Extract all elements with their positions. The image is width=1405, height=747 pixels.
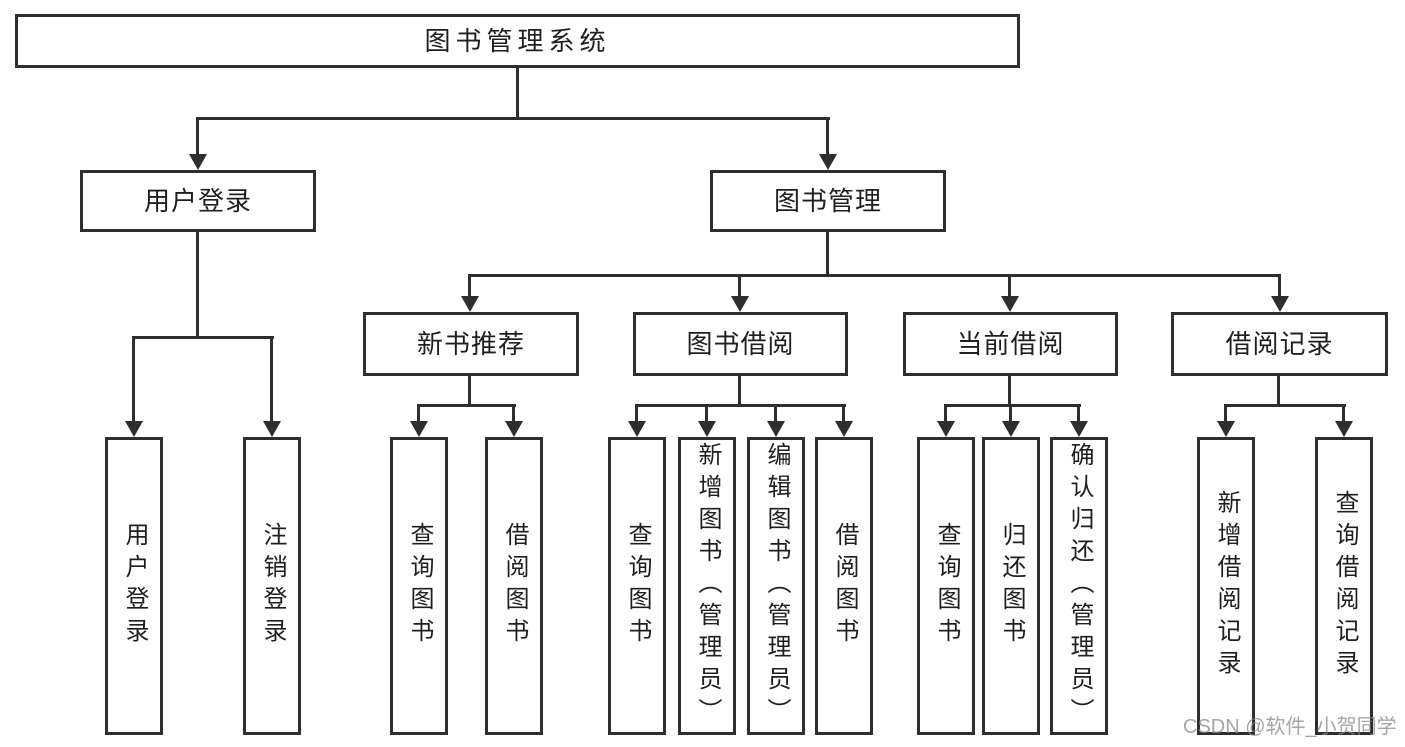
node-label: 新增图书（管理员） xyxy=(694,442,721,730)
node-label: 新增借阅记录 xyxy=(1213,490,1240,682)
node-label: 图书借阅 xyxy=(686,329,795,359)
connector-line xyxy=(516,68,519,119)
csdn-watermark: CSDN @软件_小贺同学 xyxy=(1183,716,1397,738)
node-label: 查询图书 xyxy=(406,522,433,650)
connector-line xyxy=(944,404,1081,407)
node-book-borrowing: 图书借阅 xyxy=(633,312,848,376)
leaf-confirm-return-admin: 确认归还（管理员） xyxy=(1050,437,1108,735)
node-label: 查询图书 xyxy=(933,522,960,650)
node-library-management-system: 图书管理系统 xyxy=(15,14,1020,68)
leaf-logout: 注销登录 xyxy=(243,437,301,735)
connector-line xyxy=(468,274,1281,277)
leaf-add-borrow-record: 新增借阅记录 xyxy=(1197,437,1255,735)
connector-line xyxy=(417,404,420,423)
connector-line xyxy=(1009,404,1012,423)
leaf-query-borrow-record: 查询借阅记录 xyxy=(1315,437,1373,735)
connector-line xyxy=(774,404,777,423)
node-user-login: 用户登录 xyxy=(80,170,316,232)
arrow-down-icon xyxy=(628,421,646,437)
connector-line xyxy=(1278,274,1281,298)
leaf-add-books-admin: 新增图书（管理员） xyxy=(678,437,736,735)
node-current-borrowing: 当前借阅 xyxy=(903,312,1118,376)
connector-line xyxy=(944,404,947,423)
arrow-down-icon xyxy=(1271,296,1289,312)
node-label: 编辑图书（管理员） xyxy=(763,442,790,730)
connector-line xyxy=(196,117,199,156)
node-label: 借阅图书 xyxy=(831,522,858,650)
arrow-down-icon xyxy=(835,421,853,437)
connector-line xyxy=(196,232,199,338)
connector-line xyxy=(635,404,638,423)
arrow-down-icon xyxy=(698,421,716,437)
node-borrowing-records: 借阅记录 xyxy=(1171,312,1388,376)
arrow-down-icon xyxy=(1217,421,1235,437)
node-label: 借阅图书 xyxy=(501,522,528,650)
leaf-query-books-2: 查询图书 xyxy=(608,437,666,735)
connector-line xyxy=(1224,404,1346,407)
arrow-down-icon xyxy=(1001,296,1019,312)
leaf-query-books-3: 查询图书 xyxy=(917,437,975,735)
arrow-down-icon xyxy=(125,421,143,437)
node-new-book-recommend: 新书推荐 xyxy=(363,312,579,376)
node-label: 查询图书 xyxy=(624,522,651,650)
leaf-edit-books-admin: 编辑图书（管理员） xyxy=(747,437,805,735)
node-label: 借阅记录 xyxy=(1225,329,1334,359)
arrow-down-icon xyxy=(1070,421,1088,437)
leaf-borrow-books-2: 借阅图书 xyxy=(815,437,873,735)
node-label: 用户登录 xyxy=(143,186,252,216)
leaf-borrow-books-1: 借阅图书 xyxy=(485,437,543,735)
connector-line xyxy=(1077,404,1080,423)
leaf-return-books: 归还图书 xyxy=(982,437,1040,735)
connector-line xyxy=(738,376,741,407)
node-label: 图书管理 xyxy=(773,186,882,216)
leaf-user-login: 用户登录 xyxy=(105,437,163,735)
arrow-down-icon xyxy=(1002,421,1020,437)
arrow-down-icon xyxy=(937,421,955,437)
connector-line xyxy=(1224,404,1227,423)
connector-line xyxy=(417,404,516,407)
arrow-down-icon xyxy=(189,154,207,170)
node-label: 图书管理系统 xyxy=(424,26,611,56)
connector-line xyxy=(468,376,471,407)
connector-line xyxy=(196,117,830,120)
arrow-down-icon xyxy=(819,154,837,170)
arrow-down-icon xyxy=(1335,421,1353,437)
connector-line xyxy=(635,404,846,407)
connector-line xyxy=(826,232,829,277)
connector-line xyxy=(705,404,708,423)
arrow-down-icon xyxy=(410,421,428,437)
arrow-down-icon xyxy=(263,421,281,437)
node-label: 查询借阅记录 xyxy=(1331,490,1358,682)
connector-line xyxy=(1008,376,1011,407)
node-label: 注销登录 xyxy=(259,522,286,650)
node-label: 确认归还（管理员） xyxy=(1066,442,1093,730)
node-label: 新书推荐 xyxy=(416,329,525,359)
arrow-down-icon xyxy=(767,421,785,437)
connector-line xyxy=(512,404,515,423)
connector-line xyxy=(738,274,741,298)
node-label: 用户登录 xyxy=(121,522,148,650)
connector-line xyxy=(132,336,135,423)
connector-line xyxy=(1008,274,1011,298)
arrow-down-icon xyxy=(505,421,523,437)
connector-line xyxy=(1277,376,1280,407)
arrow-down-icon xyxy=(461,296,479,312)
connector-line xyxy=(468,274,471,298)
connector-line xyxy=(270,336,273,423)
node-label: 归还图书 xyxy=(998,522,1025,650)
leaf-query-books-1: 查询图书 xyxy=(390,437,448,735)
connector-line xyxy=(1342,404,1345,423)
node-book-management: 图书管理 xyxy=(710,170,946,232)
connector-line xyxy=(842,404,845,423)
arrow-down-icon xyxy=(731,296,749,312)
connector-line xyxy=(826,117,829,156)
node-label: 当前借阅 xyxy=(956,329,1065,359)
connector-line xyxy=(132,336,274,339)
